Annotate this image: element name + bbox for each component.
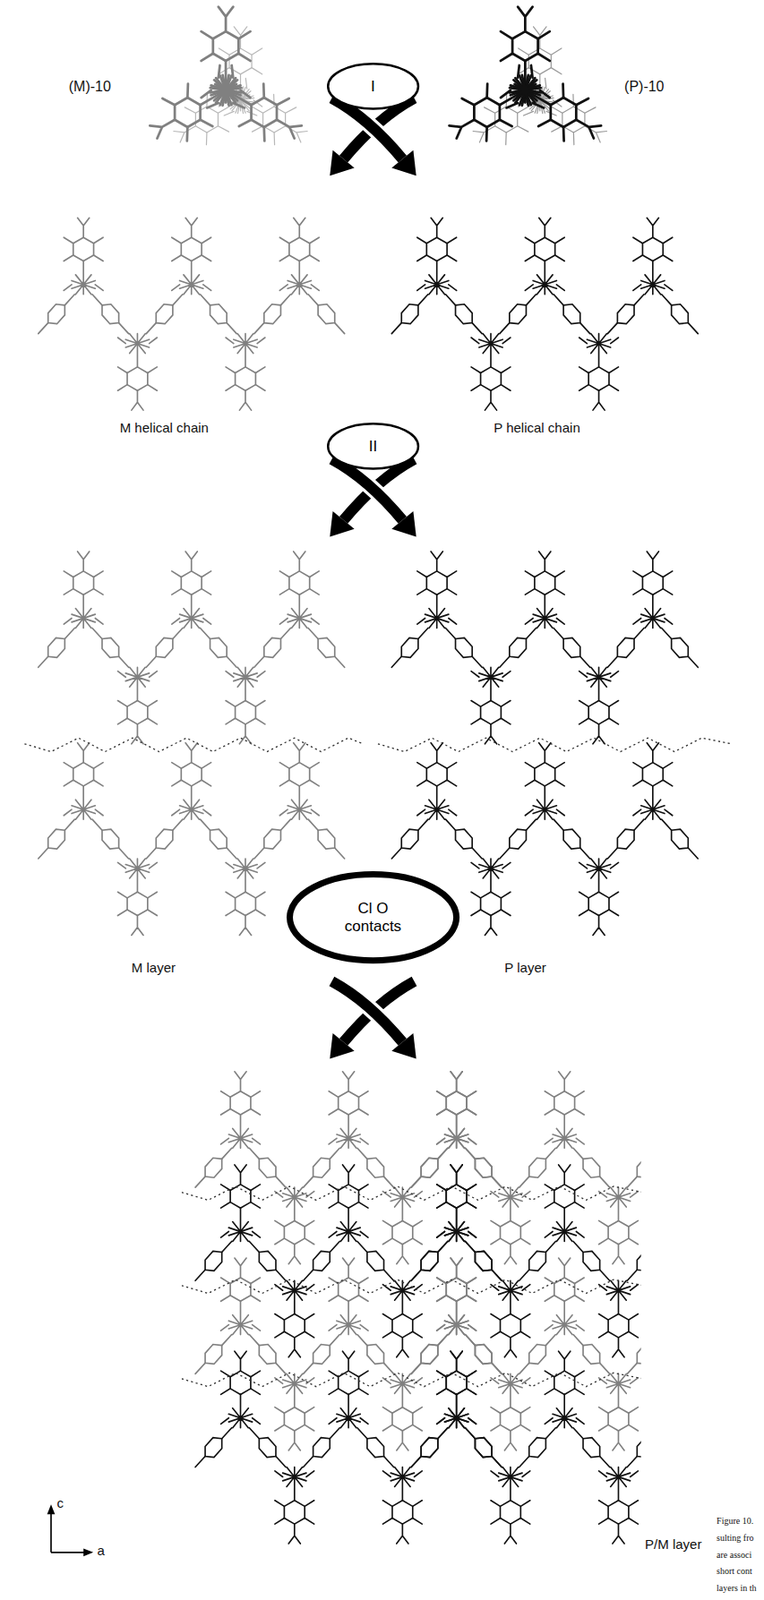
caption-fragment: short cont: [716, 1566, 753, 1577]
ellipse-node: I: [326, 61, 421, 112]
node-label: I: [370, 77, 376, 96]
compound-label: (M)-10: [68, 78, 112, 95]
ellipse-node: II: [326, 421, 421, 472]
chain-label: M helical chain: [120, 420, 209, 436]
chain-label: P helical chain: [493, 420, 580, 436]
layer-label: P layer: [504, 960, 546, 976]
node-label: II: [369, 437, 378, 456]
caption-fragment: sulting fro: [716, 1533, 754, 1544]
crossed-arrows: [329, 459, 416, 538]
contact-line: [24, 738, 363, 752]
molecule-p: [440, 7, 615, 156]
pm-layer: [181, 1072, 642, 1545]
compound-label: (P)-10: [624, 78, 664, 95]
m-layer: [38, 551, 345, 936]
layer-label: P/M layer: [644, 1536, 702, 1553]
p-helical-chain: [391, 217, 698, 411]
caption-fragment: layers in th: [716, 1583, 756, 1594]
molecule-m: [141, 7, 316, 156]
caption-fragment: are associ: [716, 1550, 752, 1561]
axis-label: c: [57, 1495, 65, 1511]
ellipse-node: Cl O contacts: [285, 870, 461, 965]
node-label: Cl O contacts: [339, 900, 406, 936]
axis-arrows: [47, 1504, 95, 1557]
caption-fragment: Figure 10.: [716, 1516, 754, 1527]
m-helical-chain: [38, 217, 345, 411]
contact-line: [377, 738, 732, 752]
layer-label: M layer: [131, 960, 176, 976]
axis-label: a: [97, 1543, 105, 1559]
p-layer: [391, 551, 698, 936]
crossed-arrows: [329, 981, 416, 1060]
